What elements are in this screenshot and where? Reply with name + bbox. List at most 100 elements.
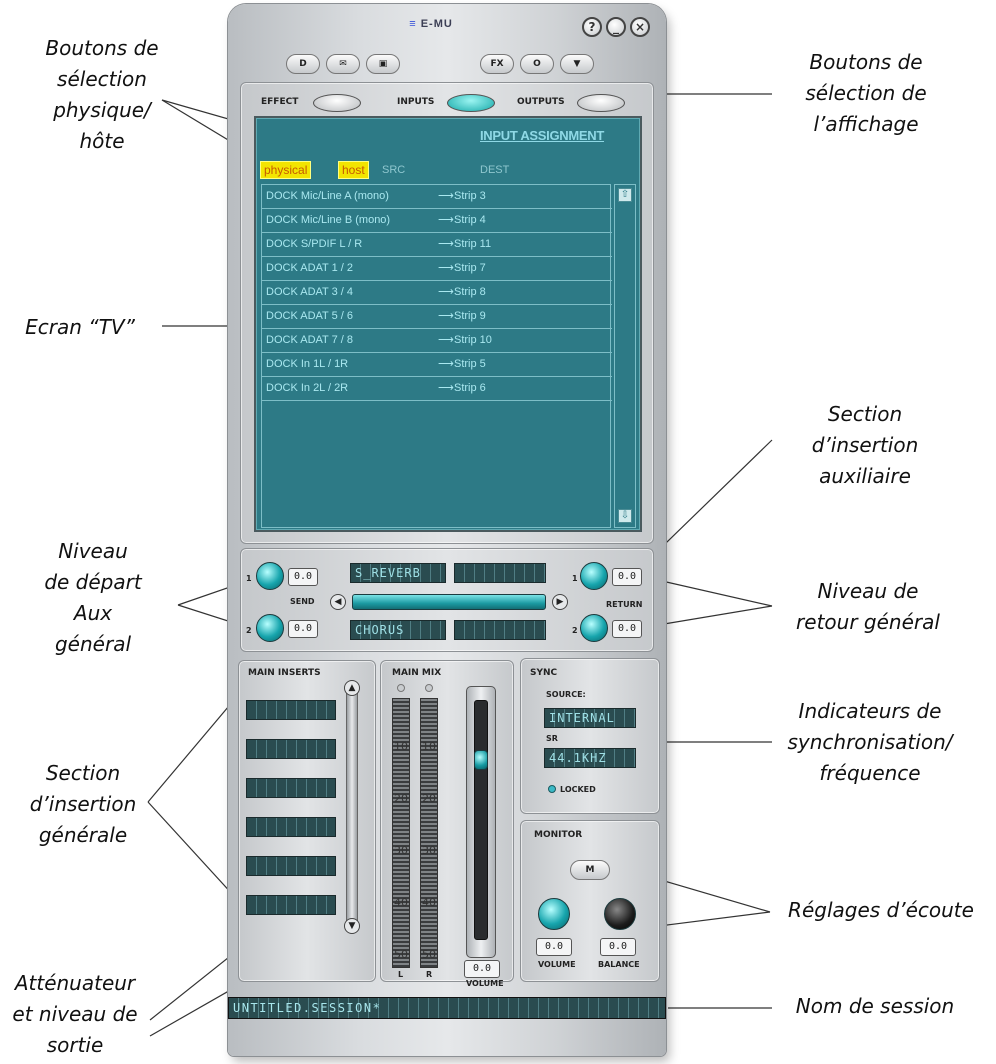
dest-header: DEST: [480, 164, 510, 176]
assignment-arrow-icon: ⟶: [438, 238, 454, 250]
assignment-destination: Strip 11: [454, 238, 492, 250]
left-channel-label: L: [398, 970, 404, 979]
outputs-label: OUTPUTS: [517, 97, 565, 107]
monitor-mute-button[interactable]: M: [570, 860, 610, 880]
monitor-balance-value[interactable]: 0.0: [600, 938, 636, 956]
main-volume-value[interactable]: 0.0: [464, 960, 500, 978]
assignment-row[interactable]: DOCK Mic/Line A (mono)⟶Strip 3: [262, 185, 612, 209]
main-insert-slot-6[interactable]: [246, 895, 336, 915]
save-session-button[interactable]: ▣: [366, 54, 400, 74]
send2-knob[interactable]: [256, 614, 284, 642]
assignment-source: DOCK Mic/Line B (mono): [266, 214, 391, 226]
assignment-arrow-icon: ⟶: [438, 214, 454, 226]
effect-label: EFFECT: [261, 97, 299, 107]
assignment-arrow-icon: ⟶: [438, 358, 454, 370]
assignment-row[interactable]: DOCK Mic/Line B (mono)⟶Strip 4: [262, 209, 612, 233]
help-icon[interactable]: ?: [582, 17, 602, 37]
monitor-volume-knob[interactable]: [538, 898, 570, 930]
assignment-row[interactable]: DOCK ADAT 1 / 2⟶Strip 7: [262, 257, 612, 281]
right-clip-led: [425, 684, 433, 692]
minimize-icon[interactable]: _: [606, 17, 626, 37]
left-level-meter: [392, 698, 410, 968]
monitor-title: MONITOR: [534, 830, 583, 840]
main-insert-slot-2[interactable]: [246, 739, 336, 759]
fx-button[interactable]: FX: [480, 54, 514, 74]
main-mix-title: MAIN MIX: [392, 668, 442, 678]
monitor-volume-label: VOLUME: [538, 960, 576, 969]
assignment-row[interactable]: DOCK ADAT 3 / 4⟶Strip 8: [262, 281, 612, 305]
tv-scrollbar[interactable]: ⇧ ⇩: [614, 184, 636, 528]
scroll-down-icon[interactable]: ⇩: [618, 509, 632, 523]
aux-insert-2-name[interactable]: CHORUS: [350, 620, 446, 640]
return-label: RETURN: [606, 600, 643, 609]
assignment-arrow-icon: ⟶: [438, 334, 454, 346]
scroll-up-icon[interactable]: ⇧: [618, 188, 632, 202]
callout-monitor: Réglages d’écoute: [788, 898, 974, 922]
new-session-button[interactable]: D: [286, 54, 320, 74]
aux-right-arrow-icon[interactable]: ▶: [552, 594, 568, 610]
monitor-balance-knob[interactable]: [604, 898, 636, 930]
monitor-panel: [520, 820, 660, 982]
assignment-source: DOCK In 1L / 1R: [266, 358, 349, 370]
aux-insert-1-slot[interactable]: [454, 563, 546, 583]
return2-value[interactable]: 0.0: [612, 620, 642, 638]
assignment-destination: Strip 10: [454, 334, 492, 346]
assignment-row[interactable]: DOCK ADAT 7 / 8⟶Strip 10: [262, 329, 612, 353]
inputs-view-button[interactable]: [447, 94, 495, 112]
return1-knob[interactable]: [580, 562, 608, 590]
return2-knob[interactable]: [580, 614, 608, 642]
return1-channel: 1: [572, 574, 578, 583]
outputs-view-button[interactable]: [577, 94, 625, 112]
assignment-destination: Strip 7: [454, 262, 486, 274]
session-name-display[interactable]: UNTITLED.SESSION*: [228, 997, 666, 1019]
send1-channel: 1: [246, 574, 252, 583]
main-insert-slot-3[interactable]: [246, 778, 336, 798]
assignment-arrow-icon: ⟶: [438, 262, 454, 274]
assignment-row[interactable]: DOCK In 2L / 2R⟶Strip 6: [262, 377, 612, 401]
return2-channel: 2: [572, 626, 578, 635]
assignment-source: DOCK In 2L / 2R: [266, 382, 349, 394]
assignment-row[interactable]: DOCK In 1L / 1R⟶Strip 5: [262, 353, 612, 377]
host-tab[interactable]: host: [338, 161, 369, 179]
send2-channel: 2: [246, 626, 252, 635]
o-button[interactable]: O: [520, 54, 554, 74]
send1-value[interactable]: 0.0: [288, 568, 318, 586]
callout-session-name: Nom de session: [795, 994, 955, 1018]
meter-scale-label: 40: [394, 896, 408, 909]
assignment-destination: Strip 8: [454, 286, 486, 298]
send1-knob[interactable]: [256, 562, 284, 590]
aux-insert-2-slot[interactable]: [454, 620, 546, 640]
effect-view-button[interactable]: [313, 94, 361, 112]
assignment-arrow-icon: ⟶: [438, 190, 454, 202]
assignment-source: DOCK S/PDIF L / R: [266, 238, 363, 250]
assignment-row[interactable]: DOCK S/PDIF L / R ⟶Strip 11: [262, 233, 612, 257]
main-inserts-down-icon[interactable]: ▼: [344, 918, 360, 934]
assignment-source: DOCK Mic/Line A (mono): [266, 190, 389, 202]
close-icon[interactable]: ×: [630, 17, 650, 37]
aux-insert-bar[interactable]: [352, 594, 546, 610]
assignment-row[interactable]: DOCK ADAT 5 / 6⟶Strip 9: [262, 305, 612, 329]
main-insert-slot-1[interactable]: [246, 700, 336, 720]
tv-screen: INPUT ASSIGNMENT physical host SRC DEST …: [254, 116, 642, 532]
main-insert-slot-5[interactable]: [246, 856, 336, 876]
right-channel-label: R: [426, 970, 433, 979]
sync-sr-value: 44.1KHZ: [544, 748, 636, 768]
title-bar[interactable]: ≡ E-MU ? _ ×: [228, 4, 666, 48]
monitor-volume-value[interactable]: 0.0: [536, 938, 572, 956]
main-fader-cap[interactable]: [474, 750, 488, 770]
main-insert-slot-4[interactable]: [246, 817, 336, 837]
main-inserts-scrolltrack[interactable]: [346, 688, 358, 930]
physical-tab[interactable]: physical: [260, 161, 312, 179]
main-fader-track[interactable]: [474, 700, 488, 940]
menu-button[interactable]: ▼: [560, 54, 594, 74]
return1-value[interactable]: 0.0: [612, 568, 642, 586]
aux-left-arrow-icon[interactable]: ◀: [330, 594, 346, 610]
main-inserts-up-icon[interactable]: ▲: [344, 680, 360, 696]
aux-insert-1-name[interactable]: S_REVERB: [350, 563, 446, 583]
open-session-button[interactable]: ✉: [326, 54, 360, 74]
send2-value[interactable]: 0.0: [288, 620, 318, 638]
locked-led-icon: [548, 785, 556, 793]
